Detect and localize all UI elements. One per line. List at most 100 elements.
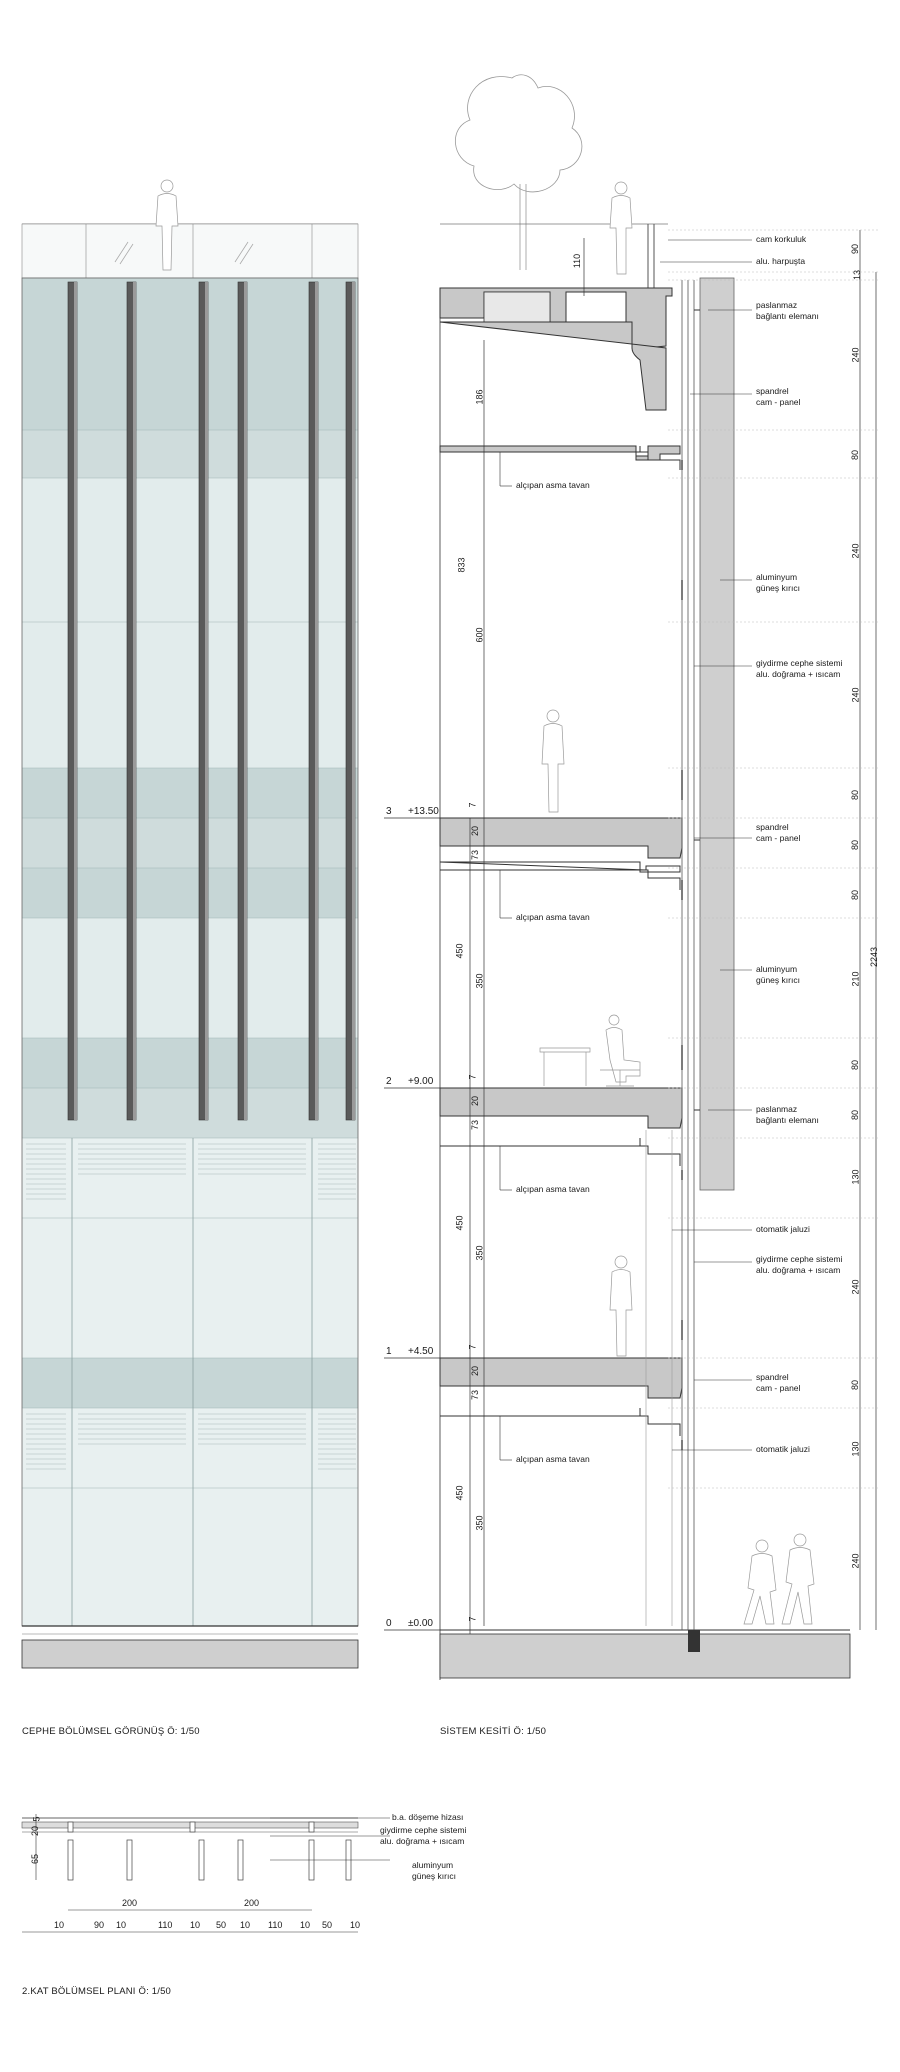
sunbreaker-section: [699, 277, 735, 1191]
dim-350a: 350: [474, 973, 485, 989]
label-spandrel-1: spandrel: [756, 386, 789, 396]
label-dograma-2: alu. doğrama + ısıcam: [756, 1265, 841, 1275]
dim-right-0: 90: [850, 243, 861, 255]
level-0-number: 0: [386, 1618, 392, 1629]
dim-right-6: 80: [850, 789, 861, 801]
dim-20b: 20: [470, 1095, 481, 1107]
person-figure-roof: [609, 181, 633, 275]
level-2-number: 2: [386, 1076, 392, 1087]
dim-right-2: 240: [850, 347, 861, 363]
plan-dim-bottom-1: 90: [94, 1920, 105, 1930]
plan-dim-bottom-5: 50: [216, 1920, 227, 1930]
dim-right-9: 210: [850, 971, 861, 987]
dim-73b: 73: [470, 1119, 481, 1131]
system-section: [384, 74, 880, 1680]
label-giydirme-2: giydirme cephe sistemi: [756, 1254, 843, 1264]
label-spandrel-2: spandrel: [756, 822, 789, 832]
plan-dim-bottom-2: 10: [116, 1920, 127, 1930]
dim-7b: 7: [467, 1074, 478, 1080]
label-alcipan-3: alçıpan asma tavan: [516, 1184, 590, 1194]
label-otomatik-1: otomatik jaluzi: [756, 1224, 810, 1234]
label-giydirme-1: giydirme cephe sistemi: [756, 658, 843, 668]
plan-dim-bottom-7: 110: [268, 1920, 283, 1930]
plan-dim-left-2: 65: [30, 1853, 41, 1865]
dim-right-12: 130: [850, 1169, 861, 1185]
dim-total: 2243: [869, 946, 880, 968]
dim-450a: 450: [454, 943, 465, 959]
plan-label-aluminyum: aluminyum: [412, 1860, 454, 1870]
person-figures: [539, 709, 815, 1625]
label-gunes-2: güneş kırıcı: [756, 975, 800, 985]
blinds-hatching: [26, 1143, 356, 1470]
plan-dim-bottom-9: 50: [322, 1920, 333, 1930]
dim-right-5: 240: [850, 687, 861, 703]
plan-label-gunes: güneş kırıcı: [412, 1871, 456, 1881]
dim-right-8: 80: [850, 889, 861, 901]
sunbreaker-fins: [67, 281, 356, 1121]
level-3-elev: +13.50: [408, 806, 439, 817]
label-otomatik-2: otomatik jaluzi: [756, 1444, 810, 1454]
plan-dim-bottom-4: 10: [190, 1920, 201, 1930]
dim-right-13: 240: [850, 1279, 861, 1295]
plan-label-dograma: alu. doğrama + ısıcam: [380, 1836, 465, 1846]
label-aluminyum-2: aluminyum: [756, 964, 798, 974]
dim-right-14: 80: [850, 1379, 861, 1391]
level-1-number: 1: [386, 1346, 392, 1357]
label-alcipan-4: alçıpan asma tavan: [516, 1454, 590, 1464]
dim-110: 110: [572, 253, 583, 269]
plan-dim-bottom-3: 110: [158, 1920, 173, 1930]
label-baglanti-1: bağlantı elemanı: [756, 311, 819, 321]
plan-dim-bottom-10: 10: [350, 1920, 361, 1930]
plan-label-giydirme: giydirme cephe sistemi: [380, 1825, 467, 1835]
plan-dim-top-0: 200: [122, 1898, 138, 1908]
label-cam-panel-3: cam - panel: [756, 1383, 801, 1393]
dim-20c: 20: [470, 1365, 481, 1377]
person-figure-roof-elevation: [155, 179, 179, 271]
dim-right-10: 80: [850, 1059, 861, 1071]
label-paslanmaz-2: paslanmaz: [756, 1104, 798, 1114]
dim-7c: 7: [467, 1344, 478, 1350]
dim-right-3: 80: [850, 449, 861, 461]
dim-20a: 20: [470, 825, 481, 837]
dim-833: 833: [456, 557, 467, 573]
label-cam-panel-1: cam - panel: [756, 397, 801, 407]
dim-350c: 350: [474, 1515, 485, 1531]
dim-right-11: 80: [850, 1109, 861, 1121]
plan-dim-bottom-6: 10: [240, 1920, 251, 1930]
label-cam-korkuluk: cam korkuluk: [756, 234, 807, 244]
plan-dim-left-0: 5: [31, 1816, 42, 1822]
level-0-elev: ±0.00: [408, 1618, 433, 1629]
dim-7d: 7: [467, 1616, 478, 1622]
dim-right-4: 240: [850, 543, 861, 559]
dim-600: 600: [474, 627, 485, 643]
dim-450b: 450: [454, 1215, 465, 1231]
dim-350b: 350: [474, 1245, 485, 1261]
label-baglanti-2: bağlantı elemanı: [756, 1115, 819, 1125]
label-alcipan-2: alçıpan asma tavan: [516, 912, 590, 922]
label-alu-harpusta: alu. harpuşta: [756, 256, 806, 266]
plan-label-doseme: b.a. döşeme hizası: [392, 1812, 464, 1822]
label-paslanmaz-1: paslanmaz: [756, 300, 798, 310]
level-2-elev: +9.00: [408, 1076, 434, 1087]
level-1-elev: +4.50: [408, 1346, 434, 1357]
dim-7a: 7: [467, 802, 478, 808]
dim-right-15: 130: [850, 1441, 861, 1457]
plan-dim-top-1: 200: [244, 1898, 260, 1908]
plan-dim-left-1: 20: [30, 1825, 41, 1837]
dim-73a: 73: [470, 849, 481, 861]
dim-right-16: 240: [850, 1553, 861, 1569]
dim-186: 186: [474, 389, 485, 405]
label-alcipan-1: alçıpan asma tavan: [516, 480, 590, 490]
dim-73c: 73: [470, 1389, 481, 1401]
plan-dim-bottom-8: 10: [300, 1920, 311, 1930]
dim-right-1: 13: [852, 269, 863, 281]
plan-dim-bottom-0: 10: [54, 1920, 65, 1930]
label-cam-panel-2: cam - panel: [756, 833, 801, 843]
label-gunes-1: güneş kırıcı: [756, 583, 800, 593]
title-elevation: CEPHE BÖLÜMSEL GÖRÜNÜŞ Ö: 1/50: [22, 1726, 200, 1737]
level-3-number: 3: [386, 806, 392, 817]
label-dograma-1: alu. doğrama + ısıcam: [756, 669, 841, 679]
facade-elevation: [21, 179, 359, 1669]
tree-figure: [454, 74, 583, 270]
